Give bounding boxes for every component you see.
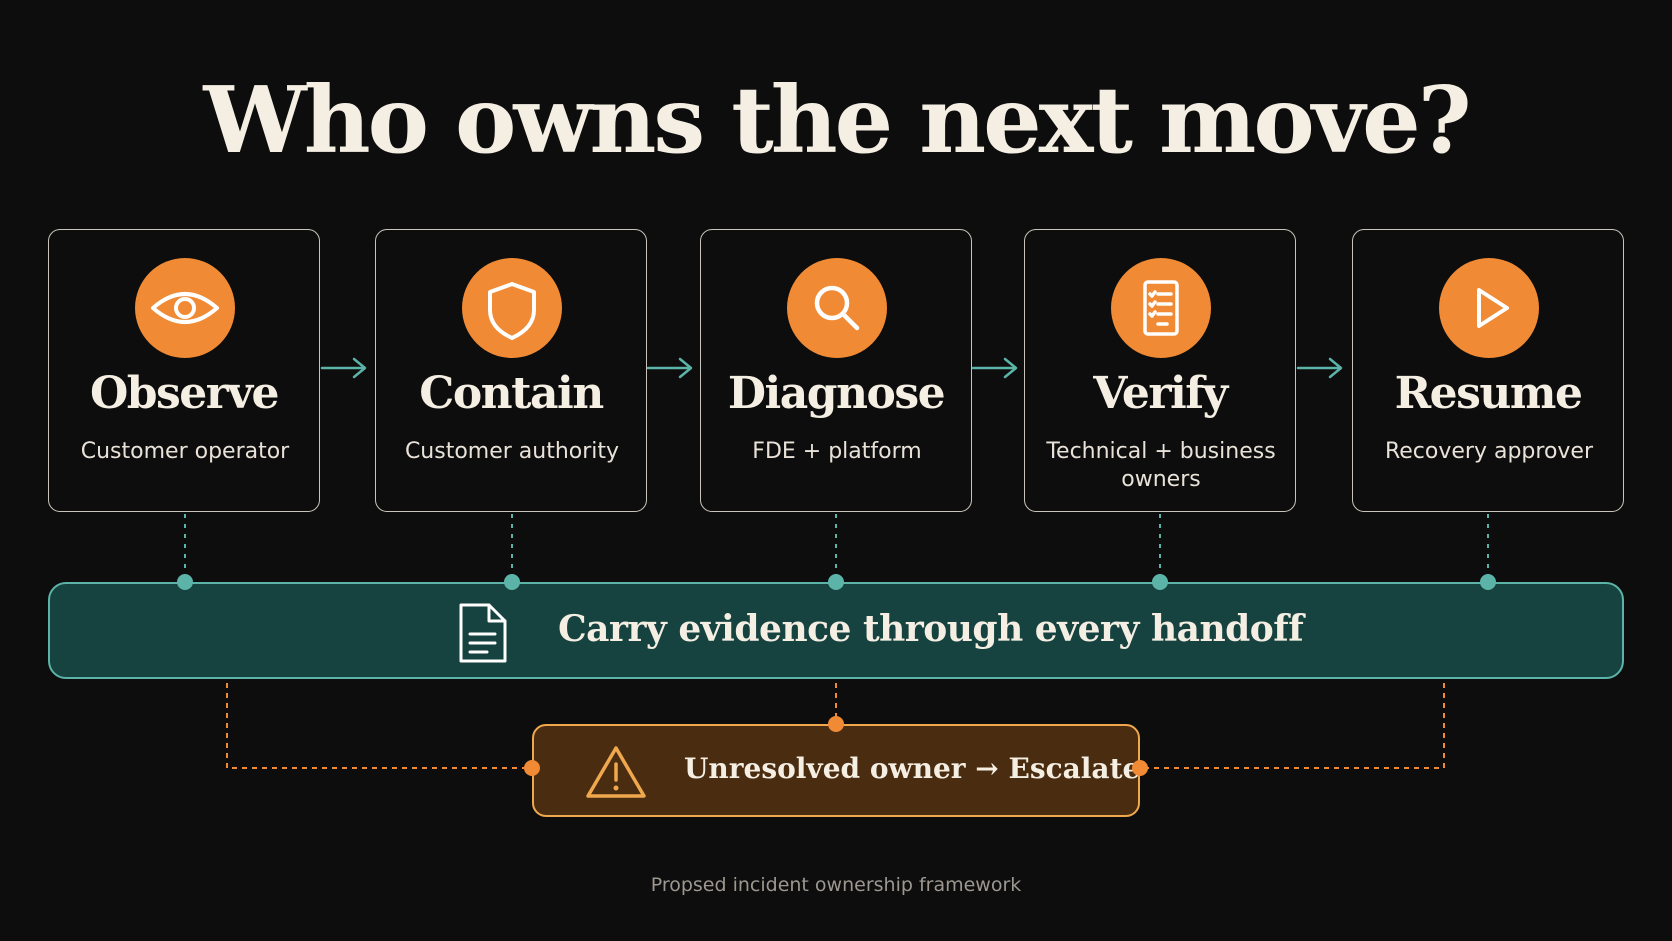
step-owner: FDE + platform [752, 439, 922, 464]
step-resume: Resume Recovery approver [1352, 229, 1624, 512]
checklist-icon [1111, 258, 1211, 358]
handoff-connector [184, 514, 1489, 578]
escalation-connector [226, 683, 1445, 769]
escalation-box: Unresolved owner → Escalate [532, 724, 1140, 817]
step-verify: Verify Technical + business owners [1024, 229, 1296, 512]
search-icon [787, 258, 887, 358]
page-title: Who owns the next move? [203, 66, 1471, 174]
play-icon [1439, 258, 1539, 358]
step-name: Contain [419, 368, 604, 419]
step-name: Diagnose [727, 368, 946, 419]
shield-icon [462, 258, 562, 358]
step-owner: Technical + business owners [1046, 439, 1276, 492]
evidence-bar: Carry evidence through every handoff [48, 582, 1624, 679]
flow-arrow [646, 357, 693, 379]
step-diagnose: Diagnose FDE + platform [700, 229, 972, 512]
evidence-label: Carry evidence through every handoff [558, 608, 1304, 650]
footer-caption: Propsed incident ownership framework [650, 874, 1022, 896]
warning-icon [584, 744, 648, 800]
step-name: Resume [1394, 368, 1583, 419]
flow-arrow [320, 357, 367, 379]
step-contain: Contain Customer authority [375, 229, 647, 512]
escalation-label: Unresolved owner → Escalate [684, 752, 1141, 785]
flow-arrow [971, 357, 1018, 379]
step-observe: Observe Customer operator [48, 229, 320, 512]
step-owner: Recovery approver [1384, 439, 1594, 464]
step-owner: Customer authority [404, 439, 620, 464]
document-icon [455, 602, 511, 664]
step-name: Verify [1093, 368, 1228, 419]
eye-icon [135, 258, 235, 358]
step-name: Observe [89, 368, 280, 419]
step-owner: Customer operator [80, 439, 290, 464]
flow-arrow [1296, 357, 1343, 379]
